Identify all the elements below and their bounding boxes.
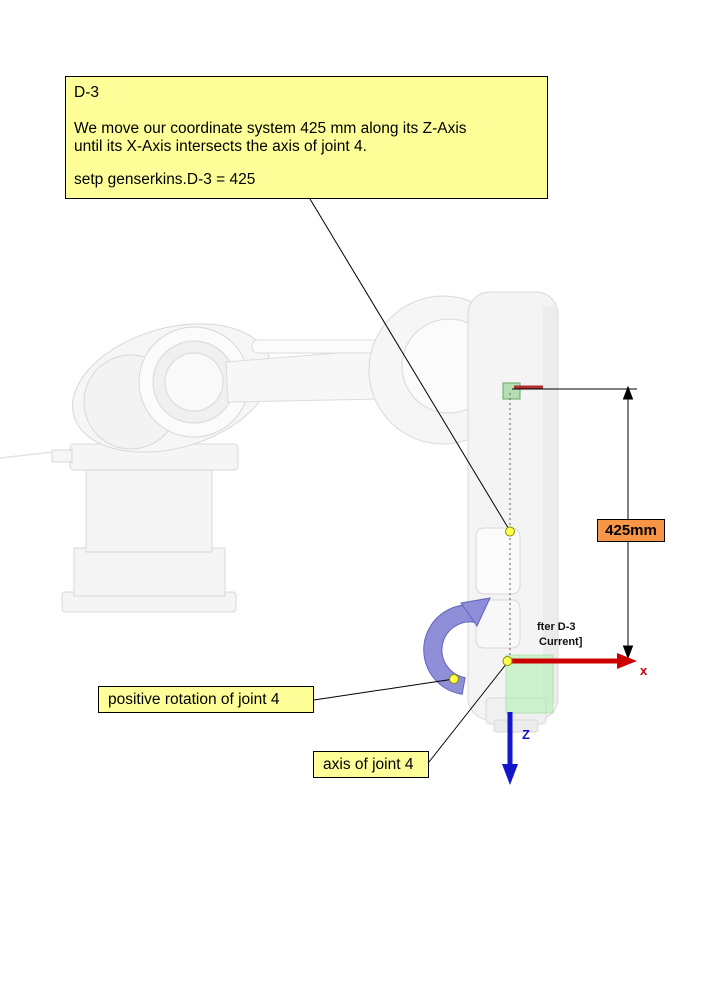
x-axis-label: x bbox=[640, 663, 648, 678]
joint-dot-origin bbox=[502, 656, 513, 666]
callout-positive-rotation: positive rotation of joint 4 bbox=[98, 686, 314, 713]
robot-forearm bbox=[368, 291, 559, 733]
leader-d3 bbox=[309, 198, 511, 532]
callout-d3-command: setp genserkins.D-3 = 425 bbox=[74, 170, 256, 188]
x-axis-arrow bbox=[509, 653, 637, 669]
joint-dot-upper bbox=[505, 526, 515, 537]
rotation-arrow bbox=[423, 597, 491, 695]
leader-rotation bbox=[313, 678, 455, 701]
z-axis-arrow bbox=[502, 712, 518, 785]
frame-marker-bottom bbox=[505, 654, 554, 714]
leader-lines bbox=[309, 198, 511, 763]
frame-marker-top bbox=[502, 382, 521, 400]
frame-caption-line2: Current] bbox=[539, 636, 583, 648]
callout-d3: D-3 We move our coordinate system 425 mm… bbox=[65, 76, 548, 199]
frame-caption-line1: fter D-3 bbox=[537, 621, 576, 633]
dimension-label: 425mm bbox=[597, 519, 665, 542]
joint-dot-rotation bbox=[449, 674, 459, 684]
robot-arm-left bbox=[51, 323, 272, 613]
leader-axis bbox=[428, 662, 508, 763]
z-axis-label: Z bbox=[522, 727, 530, 742]
joint-dots bbox=[449, 526, 515, 684]
callout-axis-of-joint4: axis of joint 4 bbox=[313, 751, 429, 778]
callout-d3-body: We move our coordinate system 425 mm alo… bbox=[74, 119, 467, 155]
callout-d3-title: D-3 bbox=[74, 84, 99, 101]
